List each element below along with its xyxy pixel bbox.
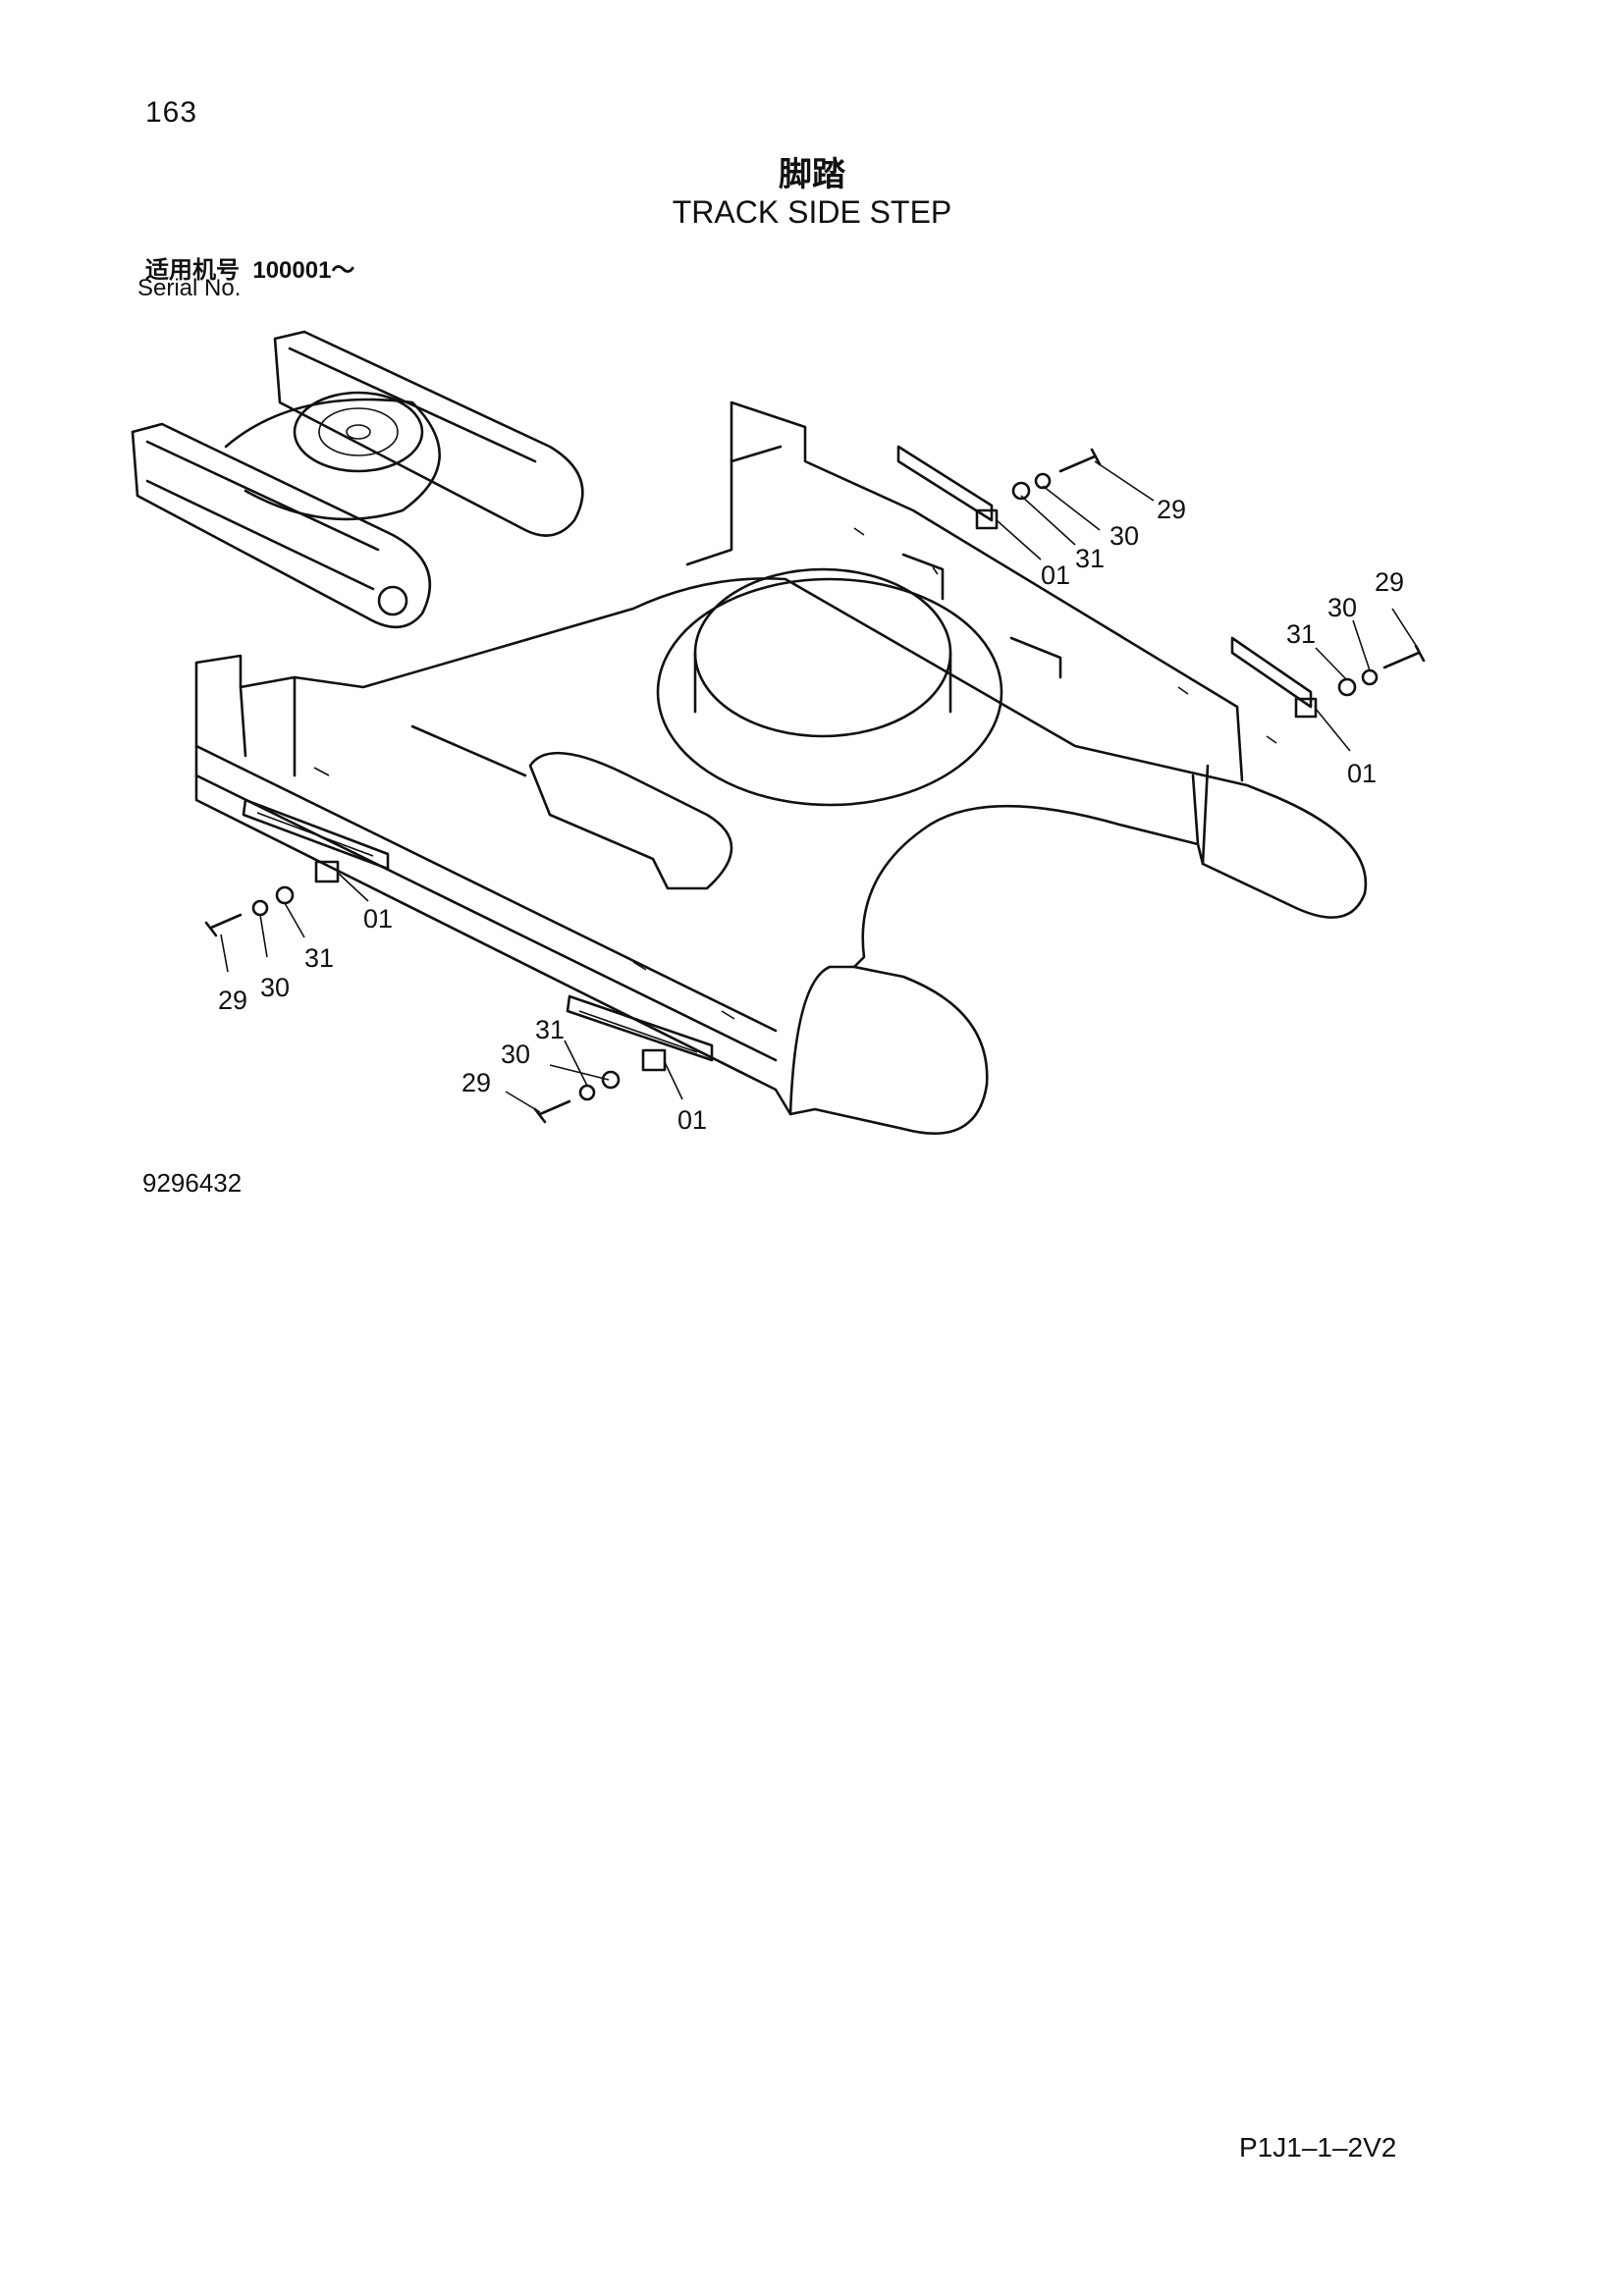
page-number: 163 <box>145 96 198 129</box>
overview-inset <box>131 330 584 629</box>
step-assembly-rear-left <box>896 445 1102 530</box>
callout-30-rear-left: 30 <box>1110 521 1139 551</box>
serial-label-cn-text: 适用机号 <box>145 257 240 284</box>
step-assembly-front-left <box>204 798 390 937</box>
step-assembly-rear-right <box>1230 636 1426 719</box>
serial-from-value: 100001～ <box>252 257 355 284</box>
callout-31-rear-right: 31 <box>1286 619 1316 649</box>
step-assembly-front-right <box>533 994 714 1124</box>
drawing-number: 9296432 <box>142 1168 243 1198</box>
callout-01-front-left: 01 <box>363 904 393 934</box>
callout-31-front-right: 31 <box>535 1015 565 1044</box>
callout-30-front-right: 30 <box>501 1040 530 1069</box>
callout-30-front-left: 30 <box>260 973 290 1002</box>
callout-29-rear-right: 29 <box>1375 567 1404 597</box>
callout-labels: 01 31 30 29 01 31 30 29 01 31 30 29 01 3… <box>218 495 1404 1135</box>
callout-29-rear-left: 29 <box>1157 495 1186 524</box>
callout-31-front-left: 31 <box>304 943 334 973</box>
callout-01-rear-left: 01 <box>1041 561 1070 590</box>
serial-label-english: Serial No. <box>137 275 242 301</box>
parts-diagram: 01 31 30 29 01 31 30 29 01 31 30 29 01 3… <box>131 330 1426 1135</box>
serial-label-chinese: 适用机号 100001～ <box>145 250 354 285</box>
page-title-chinese: 脚踏 <box>779 156 845 193</box>
leader-lines <box>220 460 1420 1113</box>
callout-29-front-left: 29 <box>218 986 247 1015</box>
callout-01-rear-right: 01 <box>1347 759 1377 788</box>
callout-30-rear-right: 30 <box>1327 593 1357 622</box>
page-title-english: TRACK SIDE STEP <box>672 194 952 230</box>
callout-01-front-right: 01 <box>677 1105 707 1135</box>
page-code: P1J1–1–2V2 <box>1239 2132 1397 2163</box>
callout-31-rear-left: 31 <box>1075 544 1105 573</box>
callout-29-front-right: 29 <box>461 1068 491 1097</box>
track-frame <box>194 400 1368 1135</box>
